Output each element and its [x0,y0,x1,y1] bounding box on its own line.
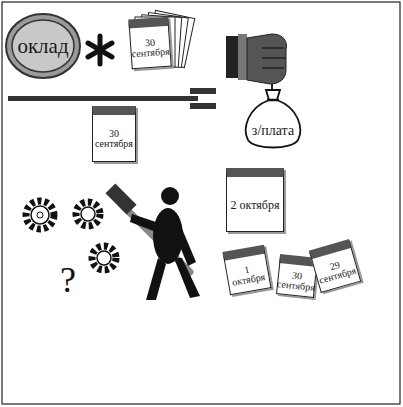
question-mark: ? [60,262,76,298]
node-text: 30 сентября [131,36,170,60]
bag-body [246,90,300,148]
fraction-bar [8,96,198,101]
picture-frame [2,2,400,404]
worker-figure [105,183,200,300]
oval-ring [6,14,80,78]
hand-fist [226,34,286,96]
node-text: 30 сентября [94,129,134,150]
calendar-page: 30 сентября [92,106,136,162]
bag-outline [240,86,306,152]
calendar-page: 1 октября [222,245,271,296]
node-text: з/плата [252,124,294,139]
node-text: 1 октября [227,261,268,288]
node-text: 29 сентября [315,255,357,286]
node-text: 2 октября [231,199,280,212]
node-text: оклад [17,35,68,57]
calendar-page: 30 сентября [128,17,171,70]
node-text: 30 сентября [277,269,317,294]
salary-oval: оклад [4,12,82,80]
calendar-page: 29 сентября [309,239,362,293]
multiply-sign [88,36,112,64]
bag-tie [267,99,279,102]
gears [26,201,116,270]
equals-sign [190,88,216,109]
oval-inner [12,20,74,72]
money-bag: з/плата [240,86,306,152]
calendar-page: 2 октября [226,168,284,232]
